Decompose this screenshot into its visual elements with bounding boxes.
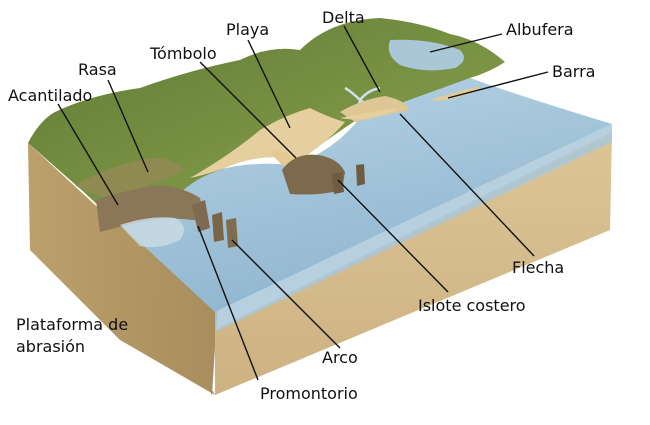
leader-lines — [57, 25, 549, 381]
barra-sandbar — [430, 86, 480, 101]
leader-delta — [343, 25, 381, 93]
label-barra: Barra — [552, 62, 596, 81]
promontory-rock — [192, 200, 210, 232]
block-front-face — [215, 132, 612, 395]
label-acantilado: Acantilado — [8, 86, 93, 105]
leader-tombolo — [199, 61, 297, 159]
block-west-face — [28, 143, 215, 395]
label-playa: Playa — [226, 20, 270, 39]
leader-islote — [337, 179, 449, 293]
leader-rasa — [107, 79, 149, 173]
label-plataforma-abrasion: Plataforma de abrasión — [16, 315, 129, 356]
beach-sand — [190, 108, 345, 178]
leader-flecha — [399, 113, 535, 257]
label-tombolo: Tómbolo — [150, 44, 217, 63]
arch-rock-1 — [212, 212, 224, 242]
islet-stack-2 — [356, 164, 365, 186]
albufera-lagoon — [388, 39, 464, 71]
label-arco: Arco — [322, 348, 358, 367]
flecha-spit — [340, 108, 396, 120]
leader-acantilado — [57, 103, 119, 206]
islet-rock — [282, 154, 345, 195]
leader-albufera — [429, 33, 503, 53]
label-rasa: Rasa — [78, 60, 117, 79]
label-flecha: Flecha — [512, 258, 565, 277]
leader-promontorio — [197, 225, 259, 381]
label-albufera: Albufera — [506, 20, 574, 39]
rasa-strip — [75, 157, 185, 197]
leader-arco — [231, 239, 341, 349]
water-edge — [215, 124, 612, 332]
cliff-face — [96, 185, 205, 232]
abrasion-platform — [120, 217, 184, 248]
label-islote-costero: Islote costero — [418, 296, 526, 315]
leader-playa — [247, 39, 291, 129]
islet-stack-1 — [332, 172, 344, 194]
arch-rock-2 — [226, 218, 238, 248]
leader-barra — [447, 71, 549, 99]
sea-surface — [118, 78, 612, 312]
label-delta: Delta — [322, 8, 365, 27]
label-promontorio: Promontorio — [260, 384, 358, 403]
